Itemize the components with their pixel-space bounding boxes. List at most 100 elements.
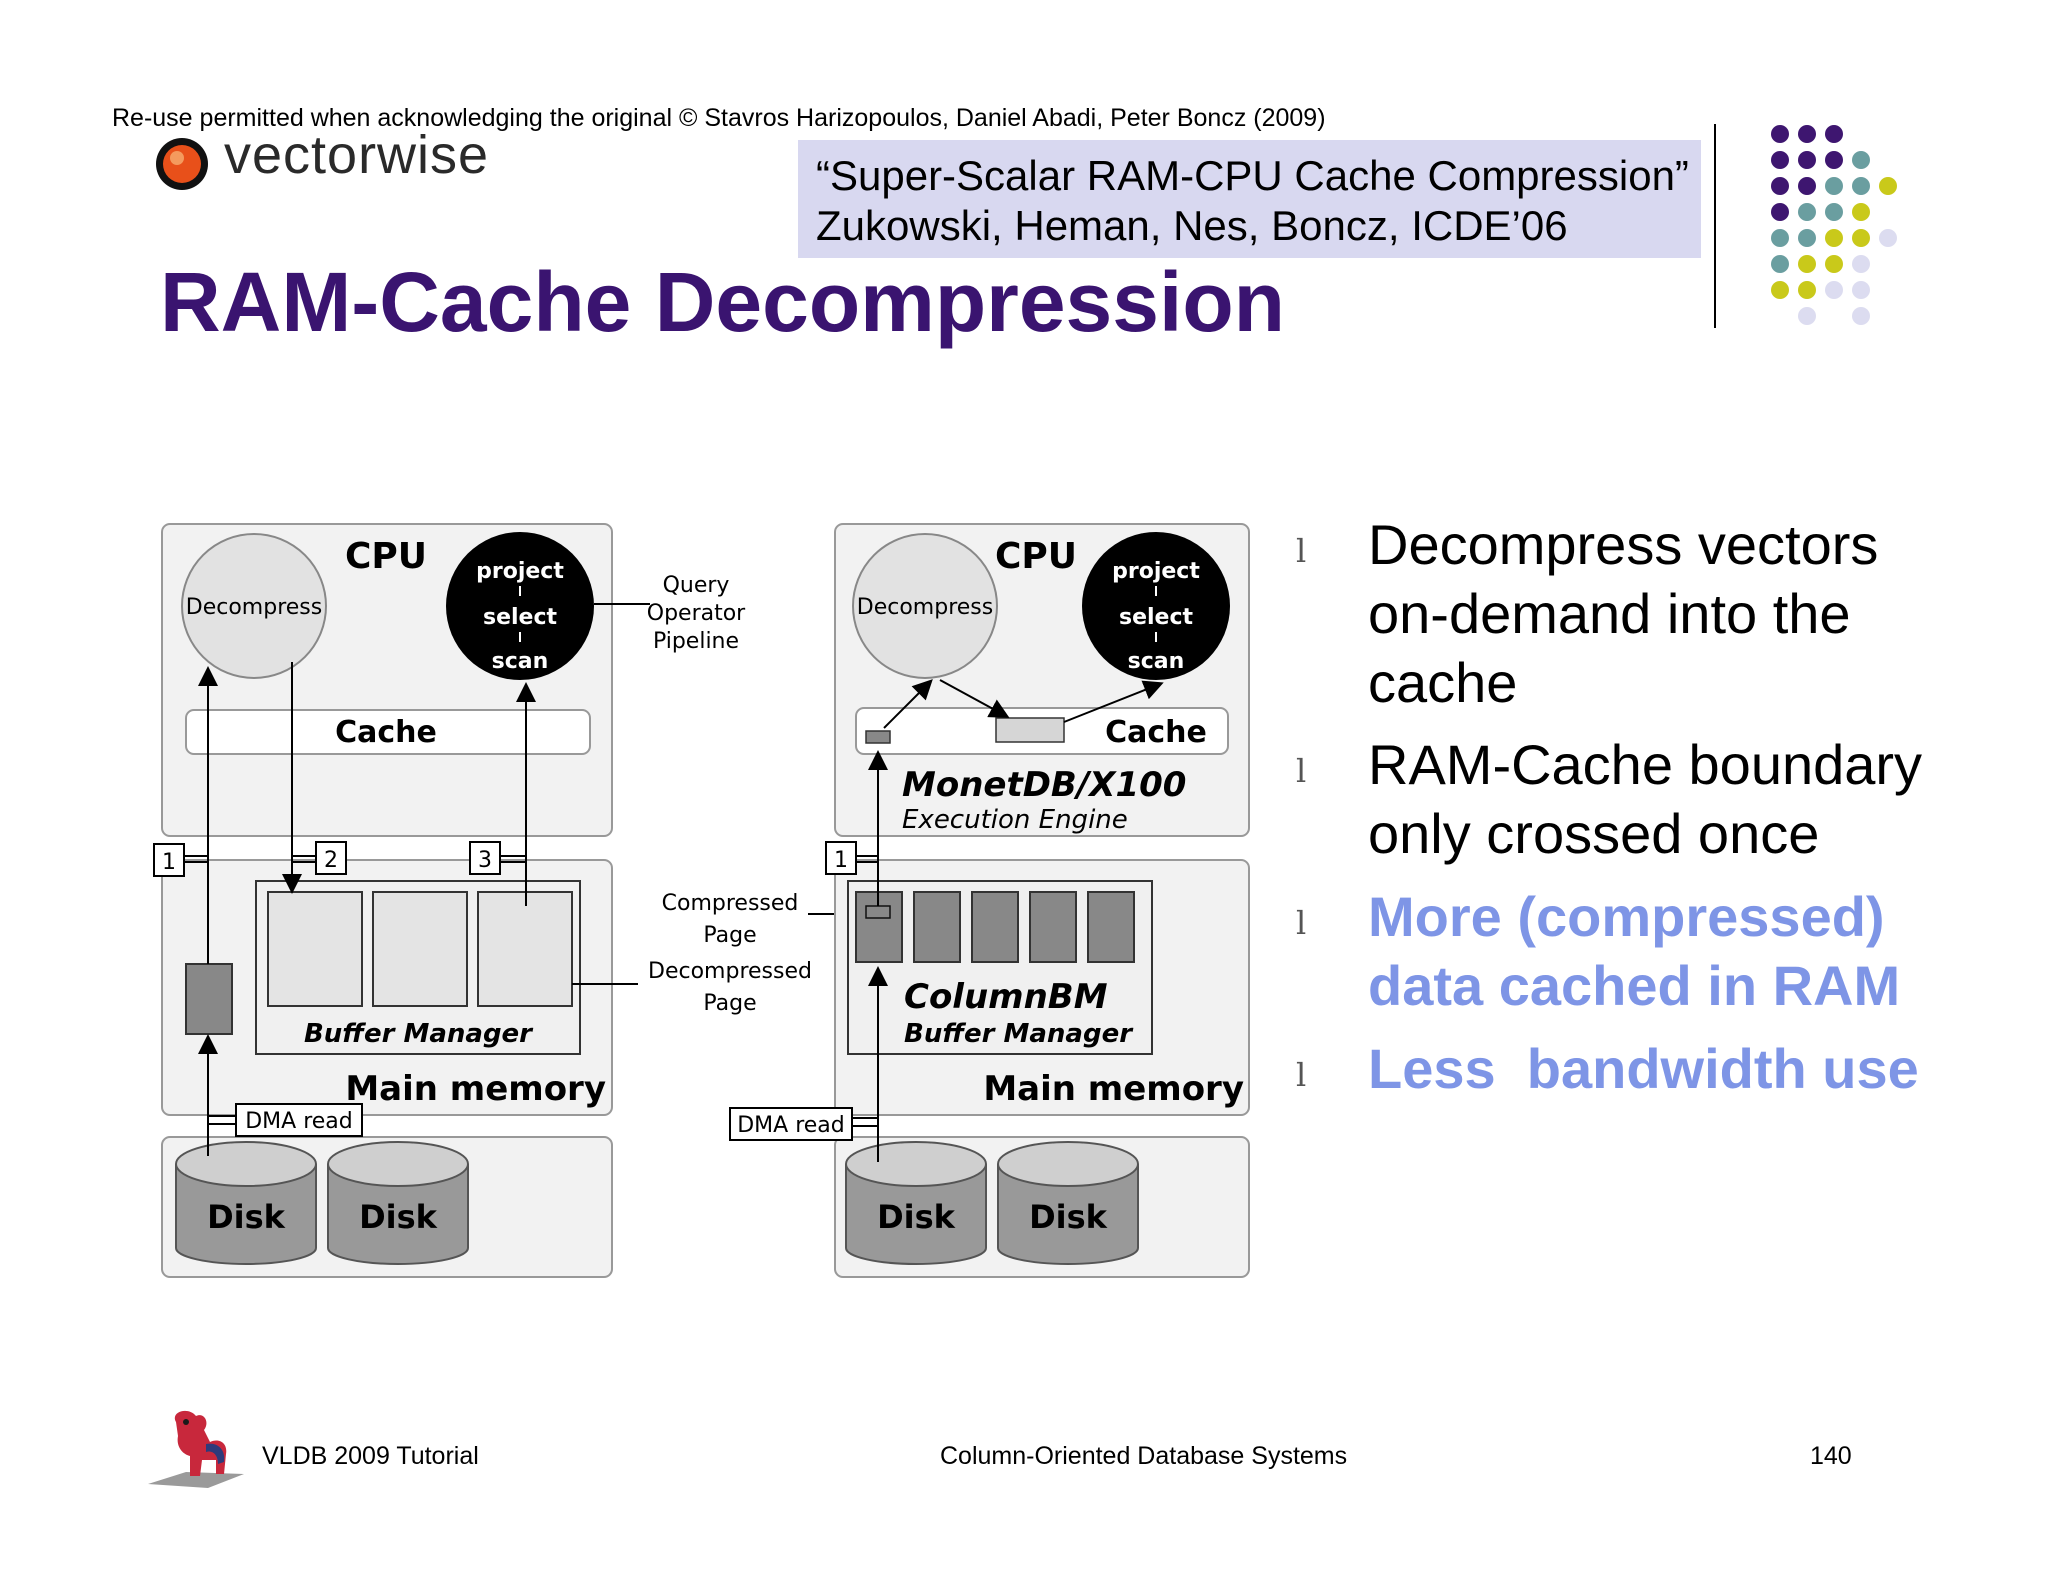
left-step-1: 1 xyxy=(162,850,176,875)
left-step-3-box xyxy=(469,841,501,875)
left-op-scan: scan xyxy=(492,649,549,674)
right-disk-2: Disk xyxy=(997,1141,1139,1265)
right-page-1-marker xyxy=(865,905,891,919)
copyright-notice: Re-use permitted when acknowledging the … xyxy=(112,104,1326,132)
bullet-item-4: l Less bandwidth use xyxy=(1296,1034,1996,1114)
left-op-project: project xyxy=(476,559,564,584)
middle-annotations: Query Operator Pipeline Compressed Page … xyxy=(572,573,862,1016)
right-engine-sub: Execution Engine xyxy=(902,805,1128,835)
footer-event: VLDB 2009 Tutorial xyxy=(262,1442,479,1470)
left-step-2: 2 xyxy=(324,848,338,873)
left-architecture: CPU Decompress project select scan Cache… xyxy=(153,523,613,1278)
bullet-item-3: l More (compressed) data cached in RAM xyxy=(1296,882,1996,1034)
right-op-project: project xyxy=(1112,559,1200,584)
compressed-label-2: Page xyxy=(703,923,756,948)
reference-box xyxy=(798,140,1701,258)
dot-row-8 xyxy=(1798,307,1870,325)
right-disk-1-label: Disk xyxy=(877,1198,956,1236)
left-cache-bar xyxy=(185,709,591,755)
dot-row-6 xyxy=(1771,255,1870,273)
right-page-5 xyxy=(1087,891,1135,963)
reference-authors: Zukowski, Heman, Nes, Boncz, ICDE’06 xyxy=(816,202,1568,249)
right-op-select: select xyxy=(1119,605,1194,630)
dot-row-3 xyxy=(1771,177,1897,195)
right-cpu-label: CPU xyxy=(995,536,1077,577)
right-op-scan: scan xyxy=(1128,649,1185,674)
decompressed-label-1: Decompressed xyxy=(648,959,812,984)
vectorwise-logo-icon xyxy=(156,138,208,190)
right-engine-name: MonetDB/X100 xyxy=(902,765,1186,805)
right-disk-1: Disk xyxy=(845,1141,987,1265)
bullet-3-line-2: data cached in RAM xyxy=(1368,954,1901,1017)
bullet-4-line-1: Less bandwidth use xyxy=(1368,1037,1919,1100)
right-disk-2-label: Disk xyxy=(1029,1198,1108,1236)
left-step-1-box xyxy=(153,843,185,877)
left-disk-2: Disk xyxy=(327,1141,469,1265)
reference-title: “Super-Scalar RAM-CPU Cache Compression” xyxy=(816,152,1689,199)
bullet-list: l Decompress vectors on-demand into the … xyxy=(1296,510,1996,1114)
bullet-2-line-1: RAM-Cache boundary xyxy=(1368,733,1923,796)
right-columnbm-label: ColumnBM xyxy=(904,977,1108,1017)
query-label-3: Pipeline xyxy=(653,629,739,654)
architecture-diagram: CPU Decompress project select scan Cache… xyxy=(153,523,1250,1278)
dot-row-5 xyxy=(1771,229,1897,247)
left-page-3 xyxy=(477,891,573,1007)
left-disk-2-label: Disk xyxy=(359,1198,438,1236)
left-cpu-label: CPU xyxy=(345,536,427,577)
right-cache-compressed-block xyxy=(865,730,891,744)
bullet-1-line-1: Decompress vectors xyxy=(1368,513,1879,576)
right-dma-read: DMA read xyxy=(737,1113,845,1138)
right-page-3 xyxy=(971,891,1019,963)
left-decompress-label: Decompress xyxy=(186,595,322,620)
left-decompress-circle xyxy=(181,533,327,679)
left-page-1 xyxy=(267,891,363,1007)
left-cache-label: Cache xyxy=(335,715,437,750)
bullet-2-line-2: only crossed once xyxy=(1368,802,1820,865)
footer-title: Column-Oriented Database Systems xyxy=(940,1442,1348,1470)
left-page-2 xyxy=(372,891,468,1007)
bullet-marker: l xyxy=(1296,532,1307,570)
right-main-memory-label: Main memory xyxy=(983,1069,1244,1109)
left-buffer-manager-label: Buffer Manager xyxy=(304,1019,534,1049)
logo-text: vectorwise xyxy=(224,125,490,185)
right-step-1: 1 xyxy=(834,848,848,873)
dot-row-4 xyxy=(1771,203,1870,221)
left-dma-read: DMA read xyxy=(245,1109,353,1134)
bullet-3-line-1: More (compressed) xyxy=(1368,885,1885,948)
right-decompress-circle xyxy=(852,533,998,679)
left-main-memory-label: Main memory xyxy=(345,1069,606,1109)
right-cache-vector-block xyxy=(995,717,1065,743)
right-page-2 xyxy=(913,891,961,963)
dot-row-2 xyxy=(1771,151,1870,169)
left-operator-circle xyxy=(446,532,594,680)
lion-mascot-icon xyxy=(148,1410,244,1488)
bullet-item-2: l RAM-Cache boundary only crossed once xyxy=(1296,730,1996,882)
bullet-item-1: l Decompress vectors on-demand into the … xyxy=(1296,510,1996,730)
decompressed-label-2: Page xyxy=(703,991,756,1016)
bullet-marker: l xyxy=(1296,904,1307,942)
left-op-select: select xyxy=(483,605,558,630)
dot-row-7 xyxy=(1771,281,1870,299)
dot-row-1 xyxy=(1771,125,1843,143)
query-label-1: Query xyxy=(663,573,730,598)
right-cache-label: Cache xyxy=(1105,715,1207,750)
left-step-2-box xyxy=(315,841,347,875)
left-compressed-page xyxy=(185,963,233,1035)
right-decompress-label: Decompress xyxy=(857,595,993,620)
left-disk-1: Disk xyxy=(175,1141,317,1265)
right-page-4 xyxy=(1029,891,1077,963)
right-step-1-box xyxy=(825,841,857,875)
bullet-marker: l xyxy=(1296,1056,1307,1094)
compressed-label-1: Compressed xyxy=(662,891,799,916)
slide-title: RAM-Cache Decompression xyxy=(160,255,1285,349)
bullet-marker: l xyxy=(1296,752,1307,790)
right-buffer-manager-label: Buffer Manager xyxy=(904,1019,1134,1049)
left-dma-read-box xyxy=(235,1103,363,1137)
decorative-dot-grid xyxy=(1771,125,1897,325)
right-architecture: CPU Decompress project select scan Cache… xyxy=(729,523,1250,1278)
bullet-1-line-2: on-demand into the xyxy=(1368,582,1851,645)
bullet-1-line-3: cache xyxy=(1368,651,1518,714)
left-disk-1-label: Disk xyxy=(207,1198,286,1236)
right-operator-circle xyxy=(1082,532,1230,680)
query-label-2: Operator xyxy=(647,601,746,626)
